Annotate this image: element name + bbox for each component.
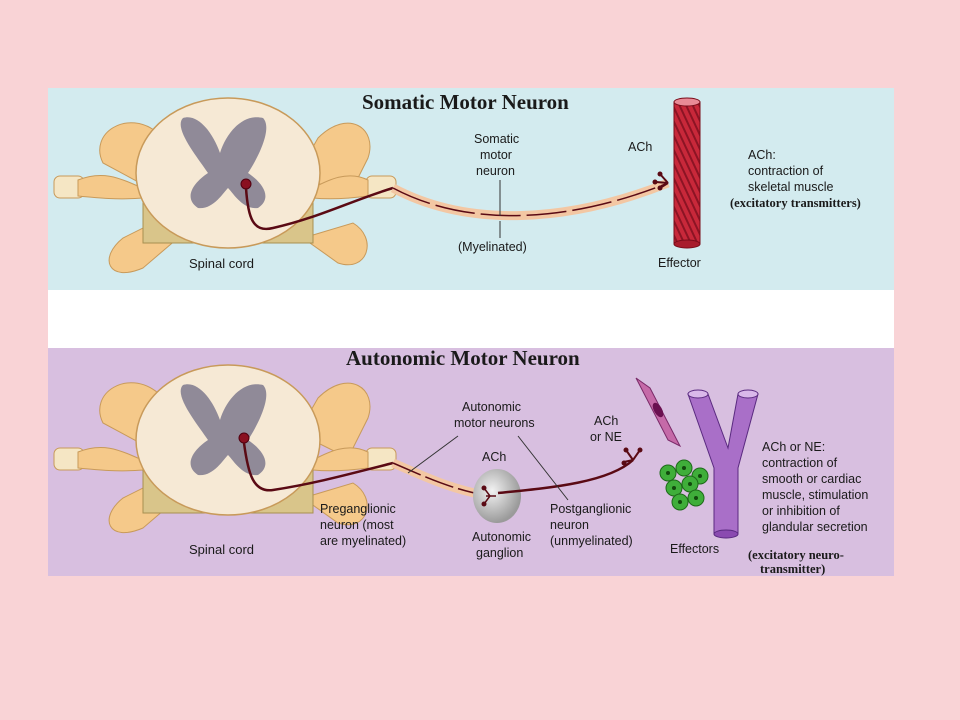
- autonomic-note-4: muscle, stimulation: [762, 488, 869, 502]
- effectors-art: [635, 377, 759, 539]
- somatic-note-2: contraction of: [748, 164, 824, 178]
- ach-label-ganglion: ACh: [482, 450, 507, 464]
- somatic-note-3: skeletal muscle: [748, 180, 834, 194]
- spinal-cord-label-top: Spinal cord: [189, 256, 255, 271]
- somatic-title: Somatic Motor Neuron: [362, 90, 569, 114]
- somatic-axon: [390, 171, 670, 238]
- diagram-artwork: [53, 97, 759, 539]
- somatic-neuron-label-1: Somatic: [474, 132, 520, 146]
- somatic-note-1: ACh:: [748, 148, 776, 162]
- autonomic-title: Autonomic Motor Neuron: [346, 346, 580, 370]
- spinal-cord-top: [53, 97, 397, 274]
- ganglion-label-1: Autonomic: [472, 530, 532, 544]
- autonomic-note-2: contraction of: [762, 456, 838, 470]
- autonomic-note-6: glandular secretion: [762, 520, 868, 534]
- effectors-label: Effectors: [670, 542, 720, 556]
- ach-ne-label-1: ACh: [594, 414, 619, 428]
- somatic-neuron-label-2: motor: [480, 148, 512, 162]
- autonomic-axons: [391, 435, 643, 523]
- spinal-cord-bottom: [53, 364, 397, 534]
- spinal-cord-label-bottom: Spinal cord: [189, 542, 255, 557]
- autonomic-note-3: smooth or cardiac: [762, 472, 862, 486]
- ach-ne-label-2: or NE: [590, 430, 622, 444]
- motor-neurons-label-2: motor neurons: [454, 416, 535, 430]
- ach-label-top: ACh: [628, 140, 653, 154]
- autonomic-note-1: ACh or NE:: [762, 440, 826, 454]
- postganglionic-label-3: (unmyelinated): [550, 534, 633, 548]
- autonomic-ganglion-shape: [473, 469, 521, 523]
- preganglionic-label-2: neuron (most: [320, 518, 394, 532]
- preganglionic-label-3: are myelinated): [320, 534, 407, 548]
- panel-divider: [48, 290, 894, 348]
- somatic-note-bold: (excitatory transmitters): [730, 196, 861, 210]
- autonomic-note-5: or inhibition of: [762, 504, 840, 518]
- somatic-neuron-label-3: neuron: [476, 164, 515, 178]
- preganglionic-label-1: Preganglionic: [320, 502, 396, 516]
- myelinated-label: (Myelinated): [458, 240, 527, 254]
- neuron-diagram: Somatic Motor Neuron Spinal cord Somatic…: [48, 88, 894, 576]
- effector-label: Effector: [658, 256, 701, 270]
- postganglionic-label-2: neuron: [550, 518, 589, 532]
- motor-neurons-label-1: Autonomic: [462, 400, 522, 414]
- autonomic-note-bold-2: transmitter): [760, 562, 826, 576]
- postganglionic-label-1: Postganglionic: [550, 502, 632, 516]
- autonomic-note-bold-1: (excitatory neuro-: [748, 548, 844, 562]
- skeletal-muscle-effector: [673, 97, 701, 249]
- ganglion-label-2: ganglion: [476, 546, 524, 560]
